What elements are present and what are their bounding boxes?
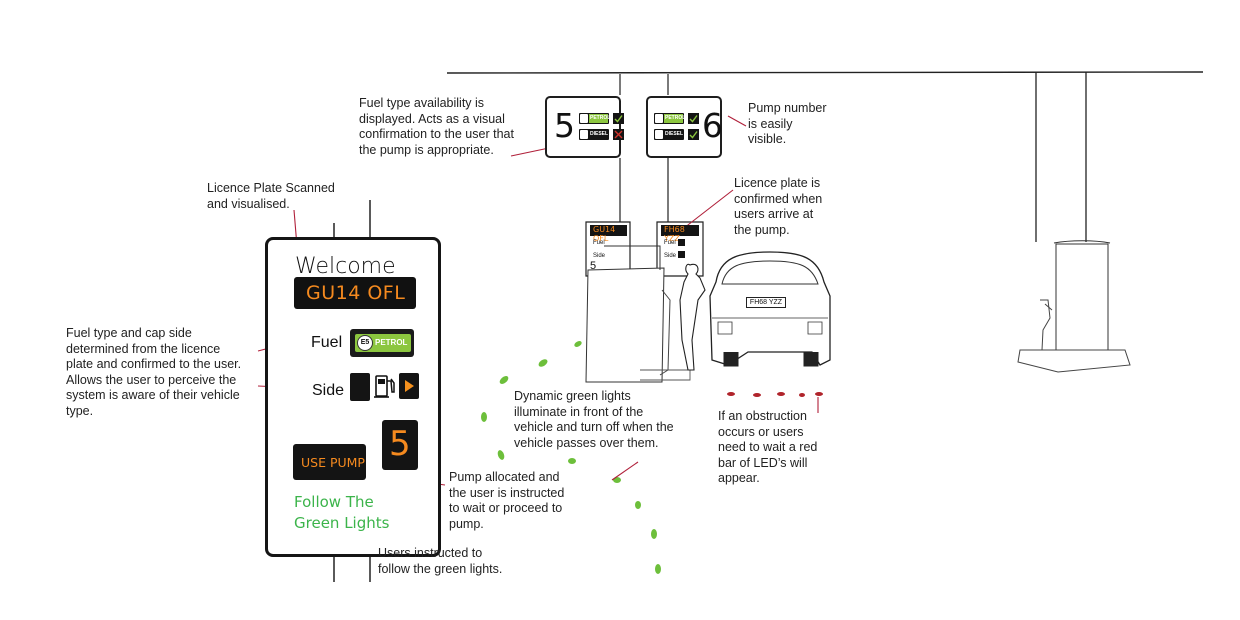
note-pump-number: Pump number is easily visible. <box>748 101 827 146</box>
side-arrow-right-icon <box>399 373 419 399</box>
fuel-label: Fuel <box>311 334 343 351</box>
petrol-indicator: PETROL <box>579 113 611 124</box>
e5-badge: E5 <box>357 335 373 351</box>
side-left-indicator <box>350 373 370 401</box>
pump-side-label: Side <box>664 253 677 259</box>
check-icon <box>613 113 624 124</box>
pump-plate-text: GU14 OFL <box>593 225 616 243</box>
pump-plate-display-left: GU14 OFL <box>590 225 627 243</box>
petrol-text: PETROL <box>590 115 611 121</box>
note-fuel-availability: Fuel type availability is displayed. Act… <box>359 96 514 157</box>
note-fuel-cap: Fuel type and cap side determined from t… <box>66 326 242 418</box>
note-licence-confirmed: Licence plate is confirmed when users ar… <box>734 176 823 237</box>
use-pump-display: USE PUMP <box>293 444 366 480</box>
pump-board-5: 5 PETROL DIESEL <box>545 96 624 158</box>
car-number-plate: FH68 YZZ <box>746 297 786 308</box>
diesel-text: DIESEL <box>590 131 609 137</box>
car <box>709 251 831 367</box>
petrol-badge: E5 PETROL <box>355 334 411 352</box>
check-icon <box>688 113 699 124</box>
note-follow-green: Users instructed to follow the green lig… <box>378 546 503 576</box>
pump-plate-display-right: FH68 YZZ <box>661 225 699 243</box>
green-led-path <box>481 341 661 574</box>
note-obstruction: If an obstruction occurs or users need t… <box>718 409 818 485</box>
welcome-sign: Welcome GU14 OFL Fuel E5 PETROL Side USE… <box>265 237 441 557</box>
pump-fuel-label: Fuel <box>664 240 676 246</box>
note-licence-scanned: Licence Plate Scanned and visualised. <box>207 181 335 211</box>
petrol-text: PETROL <box>665 115 686 121</box>
petrol-badge-text: PETROL <box>375 338 408 347</box>
diesel-indicator: DIESEL <box>579 129 609 140</box>
cross-icon <box>613 129 624 140</box>
pump-side-label: Side <box>593 253 606 259</box>
fuel-type-badge: E5 PETROL <box>350 329 414 357</box>
diesel-indicator: DIESEL <box>654 129 684 140</box>
allocated-pump-text: 5 <box>389 424 411 464</box>
licence-plate-text: GU14 OFL <box>306 282 406 304</box>
use-pump-text: USE PUMP <box>301 455 365 470</box>
petrol-indicator: PETROL <box>654 113 686 124</box>
pump-plate-text: FH68 YZZ <box>664 225 685 243</box>
pump-side-indicator <box>678 251 685 258</box>
distant-pump <box>1017 72 1131 373</box>
canopy-beam <box>446 71 1204 74</box>
pump-fuel-label: Fuel <box>593 240 605 246</box>
follow-green-lights-text: Follow The Green Lights <box>294 493 390 532</box>
welcome-heading: Welcome <box>295 254 396 279</box>
side-label: Side <box>312 382 345 399</box>
pump-board-number: 6 <box>702 106 723 145</box>
allocated-pump-number: 5 <box>382 420 418 470</box>
check-icon <box>688 129 699 140</box>
diesel-text: DIESEL <box>665 131 684 137</box>
red-led-bar <box>727 392 823 397</box>
pump-board-number: 5 <box>554 106 575 145</box>
fuel-pump-icon <box>374 375 395 398</box>
pump-number-partial: 5 <box>590 260 597 272</box>
pump-fuel-indicator <box>678 239 685 246</box>
licence-plate-display: GU14 OFL <box>294 277 416 309</box>
pump-island <box>585 221 706 383</box>
note-green-lights: Dynamic green lights illuminate in front… <box>514 389 674 450</box>
pump-board-6: PETROL DIESEL 6 <box>646 96 723 158</box>
note-pump-allocated: Pump allocated and the user is instructe… <box>449 470 565 531</box>
